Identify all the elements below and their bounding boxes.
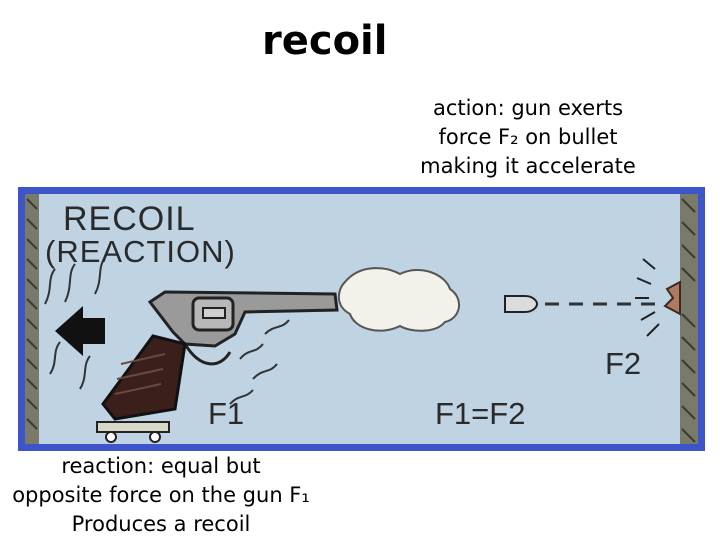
action-caption-line-2: force F₂ on bullet — [438, 125, 618, 149]
left-wall — [25, 194, 39, 444]
recoil-illustration: RECOIL (REACTION) F1 F1=F2 F2 — [18, 187, 705, 451]
reaction-label: (REACTION) — [45, 234, 236, 269]
action-caption-line-1: action: gun exerts — [432, 96, 624, 120]
reaction-caption-line-1: reaction: equal but — [61, 454, 261, 478]
revolver — [96, 290, 339, 443]
action-caption: action: gun exerts force F₂ on bullet ma… — [390, 94, 666, 181]
illustration-art — [25, 194, 698, 444]
muzzle-blast — [337, 267, 460, 332]
slide-title: recoil — [262, 18, 388, 64]
recoil-arrow-icon — [55, 306, 105, 356]
f2-label: F2 — [605, 346, 642, 381]
illustration-background: RECOIL (REACTION) F1 F1=F2 F2 — [25, 194, 698, 444]
reaction-caption-line-2: opposite force on the gun F₁ — [12, 483, 310, 507]
bullet — [504, 295, 539, 313]
motion-lines — [44, 257, 290, 405]
force-equation-label: F1=F2 — [435, 396, 526, 431]
recoil-label: RECOIL — [63, 200, 196, 238]
action-caption-line-3: making it accelerate — [420, 154, 636, 178]
f1-label: F1 — [208, 396, 245, 431]
reaction-caption-line-3: Produces a recoil — [71, 512, 251, 536]
right-wall — [635, 194, 698, 444]
reaction-caption: reaction: equal but opposite force on th… — [0, 452, 336, 539]
